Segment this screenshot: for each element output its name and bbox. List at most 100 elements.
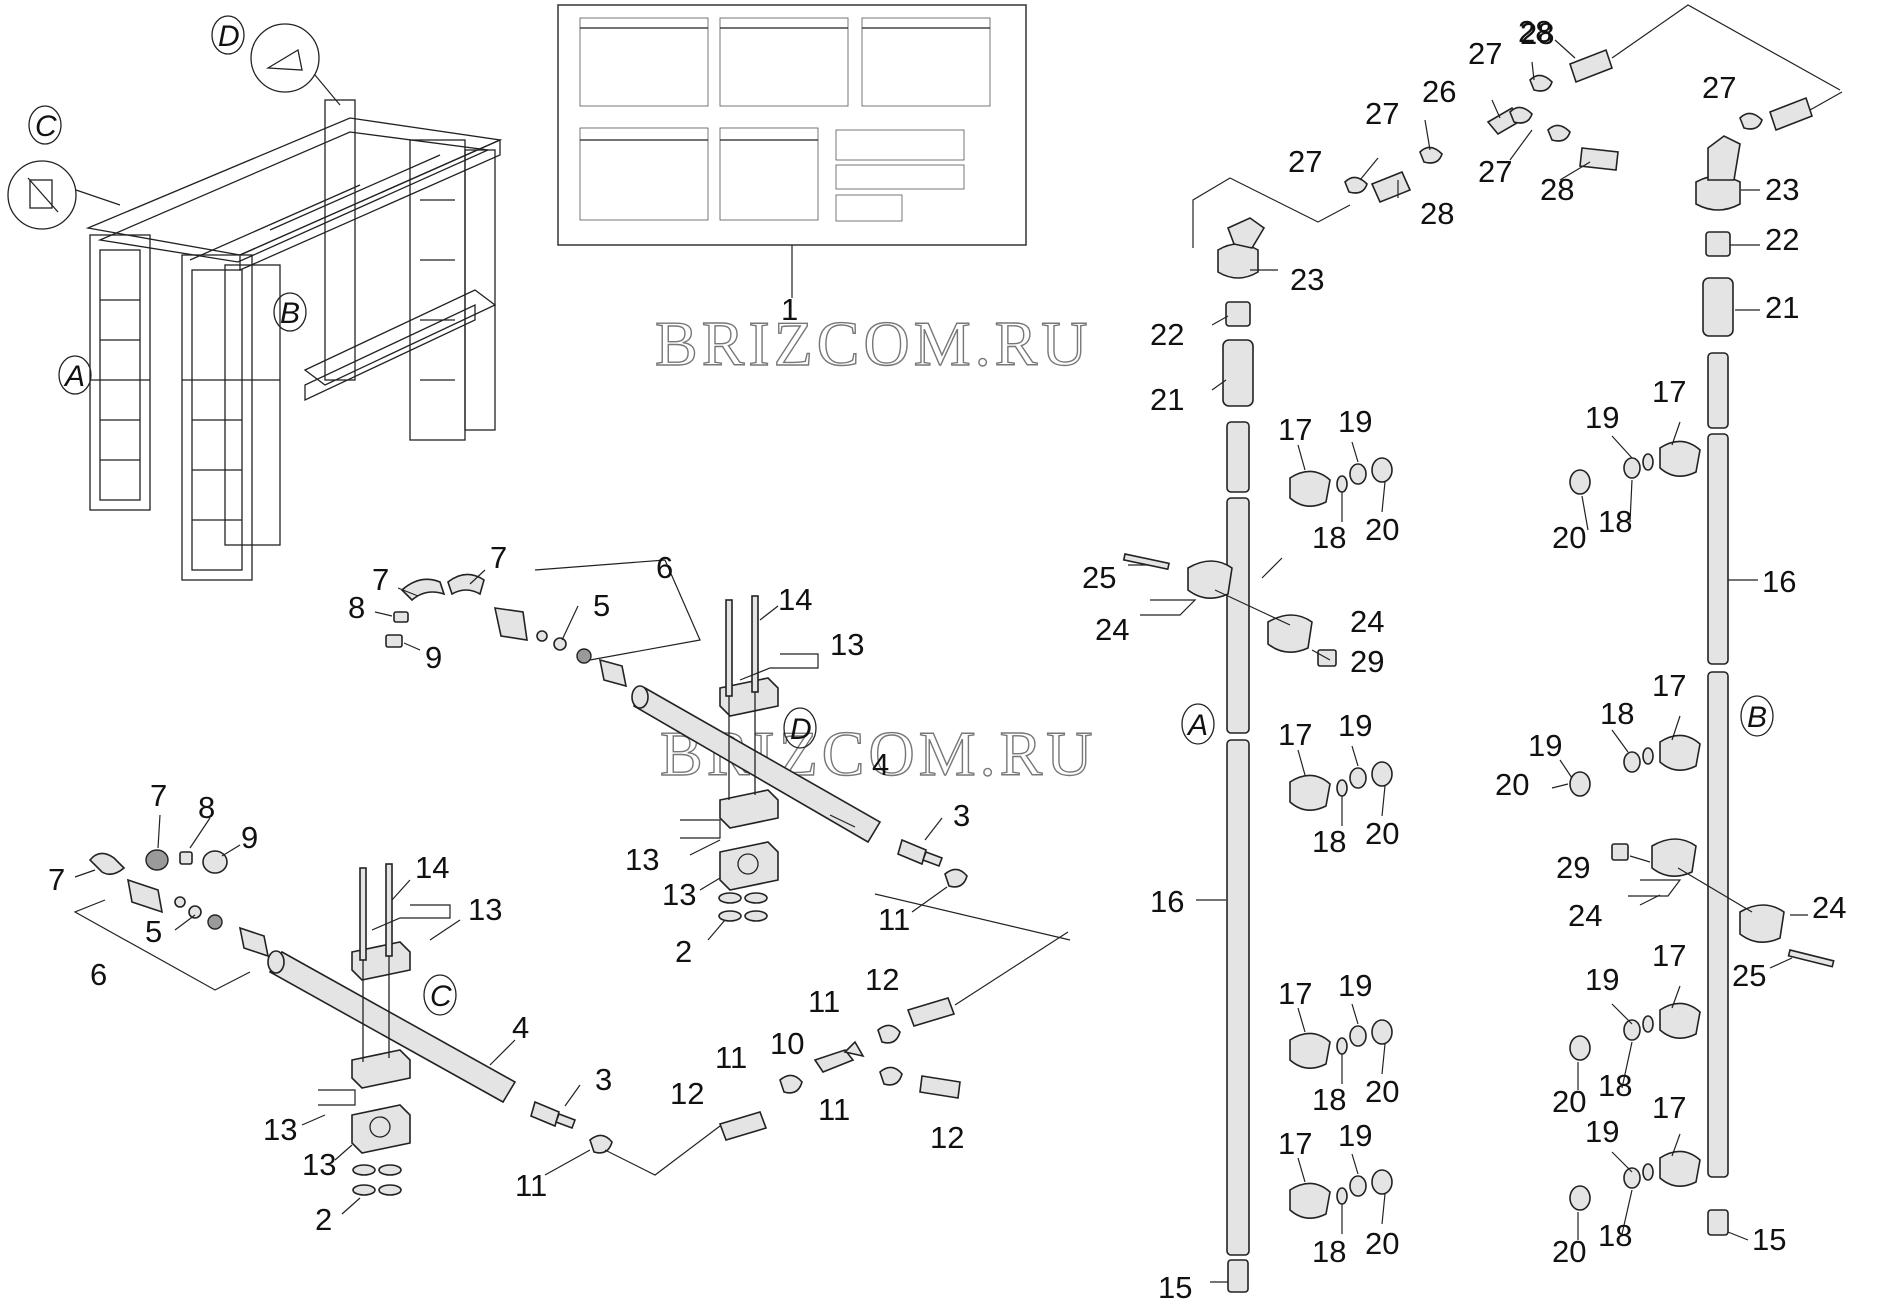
callout-6: 6 xyxy=(656,550,673,585)
zone-label-a: A xyxy=(1186,709,1208,742)
callout-19: 19 xyxy=(1338,708,1372,743)
callout-15: 15 xyxy=(1752,1222,1786,1257)
callout-17: 17 xyxy=(1652,938,1686,973)
callout-21: 21 xyxy=(1765,290,1799,325)
callout-27: 27 xyxy=(1468,36,1502,71)
callout-27: 27 xyxy=(1365,96,1399,131)
callout-26: 26 xyxy=(1422,74,1456,109)
callout-22: 22 xyxy=(1150,317,1184,352)
callout-20: 20 xyxy=(1365,1074,1399,1109)
callout-17: 17 xyxy=(1652,1090,1686,1125)
callout-20: 20 xyxy=(1552,1084,1586,1119)
callout-13: 13 xyxy=(625,842,659,877)
callout-17: 17 xyxy=(1652,374,1686,409)
callout-29: 29 xyxy=(1350,644,1384,679)
callout-13: 13 xyxy=(830,627,864,662)
watermark-top: BRIZCOM.RU xyxy=(655,308,1092,379)
column-b-callouts: 27 28 23 22 21 17 19 18 20 16 17 18 19 2… xyxy=(1495,14,1846,1269)
callout-2: 2 xyxy=(675,934,692,969)
callout-11: 11 xyxy=(878,902,910,937)
callout-21: 21 xyxy=(1150,382,1184,417)
callout-24: 24 xyxy=(1568,898,1602,933)
callout-13: 13 xyxy=(263,1112,297,1147)
callout-17: 17 xyxy=(1652,668,1686,703)
callout-20: 20 xyxy=(1552,520,1586,555)
callout-5: 5 xyxy=(145,914,162,949)
callout-28: 28 xyxy=(1420,196,1454,231)
callout-19: 19 xyxy=(1338,968,1372,1003)
callout-29: 29 xyxy=(1556,850,1590,885)
callout-22: 22 xyxy=(1765,222,1799,257)
callout-7: 7 xyxy=(48,862,65,897)
callout-11: 11 xyxy=(818,1092,850,1127)
callout-18: 18 xyxy=(1312,1234,1346,1269)
callout-7: 7 xyxy=(372,562,389,597)
zone-label-b: B xyxy=(1747,701,1767,734)
callout-27: 27 xyxy=(1478,154,1512,189)
assembly-c-leaders xyxy=(74,814,591,1215)
zone-label-c-frame: C xyxy=(35,110,57,143)
callout-28: 28 xyxy=(1520,16,1554,51)
callout-2: 2 xyxy=(315,1202,332,1237)
callout-12: 12 xyxy=(930,1120,964,1155)
callout-18: 18 xyxy=(1598,504,1632,539)
zone-label-d: D xyxy=(790,713,812,746)
callout-23: 23 xyxy=(1765,172,1799,207)
callout-11: 11 xyxy=(715,1040,747,1075)
callout-17: 17 xyxy=(1278,717,1312,752)
callout-3: 3 xyxy=(595,1062,612,1097)
callout-24: 24 xyxy=(1095,612,1129,647)
callout-19: 19 xyxy=(1528,728,1562,763)
callout-20: 20 xyxy=(1552,1234,1586,1269)
callout-24: 24 xyxy=(1350,604,1384,639)
callout-20: 20 xyxy=(1365,512,1399,547)
callout-25: 25 xyxy=(1732,958,1766,993)
callout-7: 7 xyxy=(490,540,507,575)
callout-20: 20 xyxy=(1365,1226,1399,1261)
callout-19: 19 xyxy=(1585,962,1619,997)
callout-16: 16 xyxy=(1150,884,1184,919)
callout-3: 3 xyxy=(953,798,970,833)
callout-28: 28 xyxy=(1540,172,1574,207)
frame-assembly xyxy=(7,23,503,581)
column-a-callouts: 23 22 21 17 19 18 20 25 24 24 29 17 19 1… xyxy=(1082,16,1574,1305)
assembly-d-leaders xyxy=(374,569,1071,941)
callout-28: 28 xyxy=(1518,14,1552,49)
callout-5: 5 xyxy=(593,588,610,623)
callout-15: 15 xyxy=(1158,1270,1192,1305)
callout-19: 19 xyxy=(1338,1118,1372,1153)
callout-20: 20 xyxy=(1495,767,1529,802)
callout-18: 18 xyxy=(1600,696,1634,731)
callout-13: 13 xyxy=(302,1147,336,1182)
callout-17: 17 xyxy=(1278,1126,1312,1161)
frame-zone-labels: C D A B xyxy=(28,15,307,395)
callout-18: 18 xyxy=(1598,1218,1632,1253)
callout-27: 27 xyxy=(1702,70,1736,105)
callout-19: 19 xyxy=(1585,400,1619,435)
callout-7: 7 xyxy=(150,778,167,813)
zone-label-a-frame: A xyxy=(63,360,85,393)
callout-24: 24 xyxy=(1812,890,1846,925)
callout-18: 18 xyxy=(1312,1082,1346,1117)
callout-16: 16 xyxy=(1762,564,1796,599)
callout-8: 8 xyxy=(198,790,215,825)
callout-8: 8 xyxy=(348,590,365,625)
zone-label-b-frame: B xyxy=(280,297,300,330)
callout-6: 6 xyxy=(90,957,107,992)
callout-14: 14 xyxy=(778,582,812,617)
assembly-d: D xyxy=(385,559,968,922)
callout-9: 9 xyxy=(425,640,442,675)
callout-13: 13 xyxy=(662,877,696,912)
callout-12: 12 xyxy=(670,1076,704,1111)
callout-20: 20 xyxy=(1365,816,1399,851)
callout-18: 18 xyxy=(1598,1068,1632,1103)
callout-19: 19 xyxy=(1338,404,1372,439)
column-a-leaders xyxy=(1128,39,1591,1283)
callout-23: 23 xyxy=(1290,262,1324,297)
callout-27: 27 xyxy=(1288,144,1322,179)
assembly-c: C xyxy=(73,849,1069,1196)
assembly-c-callouts: 7 8 9 7 5 6 14 13 4 3 11 13 13 2 11 12 1… xyxy=(48,778,964,1237)
table-sheet: 1 xyxy=(557,4,1027,327)
callout-19: 19 xyxy=(1585,1114,1619,1149)
